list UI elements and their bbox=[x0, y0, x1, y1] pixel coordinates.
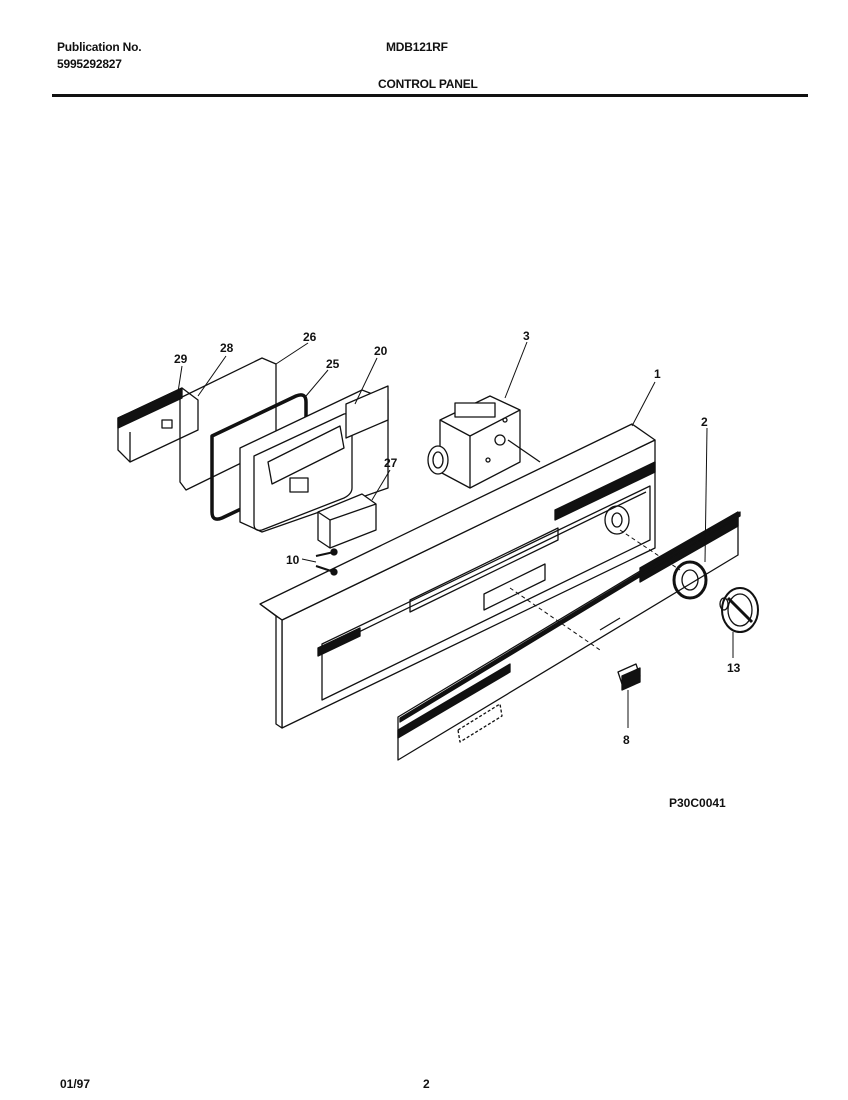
model-number: MDB121RF bbox=[386, 40, 448, 54]
header-rule bbox=[52, 94, 808, 97]
part-switch-assembly bbox=[117, 387, 199, 463]
part-detergent-cup bbox=[239, 385, 389, 533]
callout-labels: 1 2 3 8 10 13 20 25 26 27 28 29 bbox=[174, 329, 741, 747]
publication-number: 5995292827 bbox=[57, 57, 122, 71]
callout-27: 27 bbox=[384, 456, 398, 470]
callout-8: 8 bbox=[623, 733, 630, 747]
callout-3: 3 bbox=[523, 329, 530, 343]
figure-code: P30C0041 bbox=[669, 796, 726, 810]
callout-29: 29 bbox=[174, 352, 188, 366]
callout-13: 13 bbox=[727, 661, 741, 675]
callout-10: 10 bbox=[286, 553, 300, 567]
part-timer bbox=[427, 395, 541, 489]
part-knob bbox=[719, 587, 759, 633]
publication-label: Publication No. bbox=[57, 40, 142, 54]
part-front-overlay bbox=[397, 511, 741, 761]
part-console-housing bbox=[259, 423, 656, 729]
callout-1: 1 bbox=[654, 367, 661, 381]
footer-date: 01/97 bbox=[60, 1077, 91, 1091]
part-filter bbox=[317, 493, 377, 549]
part-push-button bbox=[617, 663, 641, 691]
callout-26: 26 bbox=[303, 330, 317, 344]
leader-lines bbox=[177, 341, 734, 728]
footer-page-number: 2 bbox=[423, 1077, 430, 1091]
callout-20: 20 bbox=[374, 344, 388, 358]
callout-25: 25 bbox=[326, 357, 340, 371]
part-screws bbox=[315, 548, 338, 576]
section-title: CONTROL PANEL bbox=[378, 77, 478, 91]
callout-2: 2 bbox=[701, 415, 708, 429]
part-dial-ring bbox=[672, 560, 708, 600]
callout-28: 28 bbox=[220, 341, 234, 355]
